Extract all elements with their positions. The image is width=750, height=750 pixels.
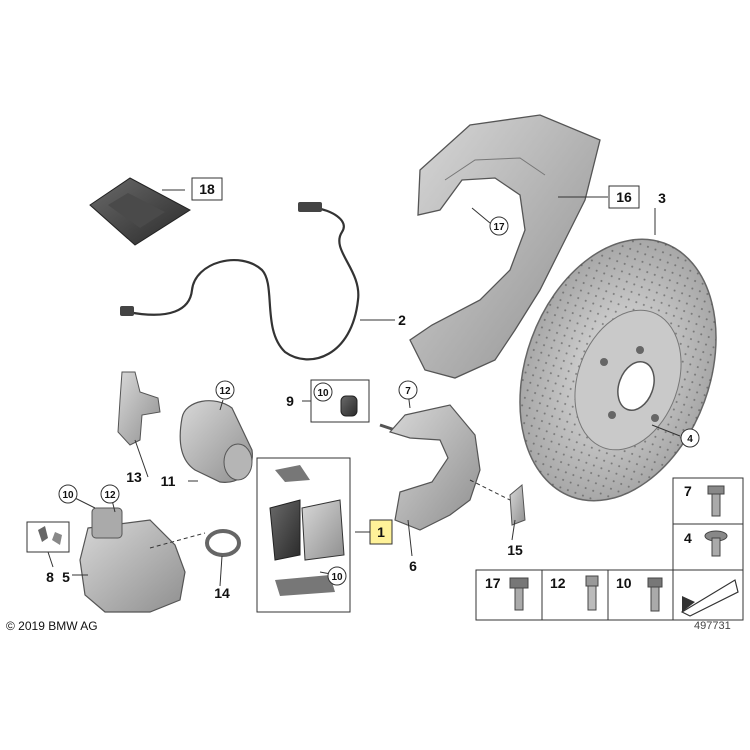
svg-text:5: 5: [62, 569, 70, 585]
callout-18: 18: [191, 177, 223, 201]
callout-13: 13: [126, 469, 142, 485]
svg-text:2: 2: [398, 312, 406, 328]
svg-text:16: 16: [616, 189, 632, 205]
svg-text:14: 14: [214, 585, 230, 601]
bolt-7-icon: [707, 485, 725, 517]
svg-text:11: 11: [161, 473, 176, 489]
image-number: 497731: [694, 620, 731, 632]
bleeder-box: [26, 521, 70, 553]
callout-11: 11: [161, 473, 176, 489]
dust-shield: [409, 114, 601, 379]
dashed-guides: [149, 479, 511, 549]
callout-16: 16: [608, 185, 640, 209]
wear-sensor-cable: [120, 202, 360, 361]
svg-text:12: 12: [550, 575, 566, 591]
callout-7: 7: [398, 380, 418, 400]
callout-15: 15: [507, 542, 523, 558]
svg-text:10: 10: [317, 388, 329, 399]
foam-pad: [89, 177, 191, 246]
callout-14: 14: [214, 585, 230, 601]
callout-10-pads: 10: [327, 566, 347, 586]
brake-pad-kit: [256, 457, 351, 613]
bolt-12-icon: [585, 575, 599, 611]
callout-5: 5: [62, 569, 70, 585]
callout-12-motor: 12: [215, 380, 235, 400]
callout-3: 3: [658, 190, 666, 206]
svg-text:6: 6: [409, 558, 417, 574]
svg-text:7: 7: [684, 483, 692, 499]
svg-text:9: 9: [286, 393, 294, 409]
parking-brake-motor: [179, 400, 253, 483]
svg-text:10: 10: [616, 575, 632, 591]
svg-text:13: 13: [126, 469, 142, 485]
svg-text:7: 7: [405, 386, 411, 397]
bolt-4-icon: [704, 530, 728, 557]
bracket: [117, 371, 161, 446]
callout-12-caliper: 12: [100, 484, 120, 504]
bolt-10-icon: [647, 577, 663, 612]
guide-bolt: [340, 395, 396, 432]
brake-caliper: [79, 507, 186, 613]
arrow-icon: [680, 579, 739, 617]
copyright-text: © 2019 BMW AG: [6, 619, 98, 633]
callout-2: 2: [398, 312, 406, 328]
svg-text:17: 17: [493, 222, 505, 233]
callout-17-shield: 17: [489, 216, 509, 236]
anti-rattle-plate: [509, 484, 526, 526]
callout-6: 6: [409, 558, 417, 574]
svg-text:4: 4: [687, 434, 693, 445]
brake-disc: [519, 238, 717, 502]
bolt-17-icon: [509, 577, 529, 611]
callout-4: 4: [680, 428, 700, 448]
svg-text:15: 15: [507, 542, 523, 558]
callout-1: 1: [369, 519, 393, 545]
legend-grid: 7 4 17 12 10: [475, 477, 744, 621]
svg-text:1: 1: [377, 524, 385, 540]
seal-ring: [205, 529, 241, 557]
svg-text:10: 10: [62, 490, 74, 501]
svg-text:10: 10: [331, 572, 343, 583]
callout-10-caliper: 10: [58, 484, 78, 504]
callout-9: 9: [286, 393, 294, 409]
svg-text:17: 17: [485, 575, 501, 591]
svg-text:8: 8: [46, 569, 54, 585]
svg-text:4: 4: [684, 530, 692, 546]
svg-text:3: 3: [658, 190, 666, 206]
callout-10-bolt-box: 10: [313, 382, 333, 402]
leader-lines: [47, 189, 681, 587]
caliper-carrier: [388, 404, 481, 531]
svg-text:18: 18: [199, 181, 215, 197]
svg-text:12: 12: [219, 386, 231, 397]
svg-text:12: 12: [104, 490, 116, 501]
callout-8: 8: [46, 569, 54, 585]
